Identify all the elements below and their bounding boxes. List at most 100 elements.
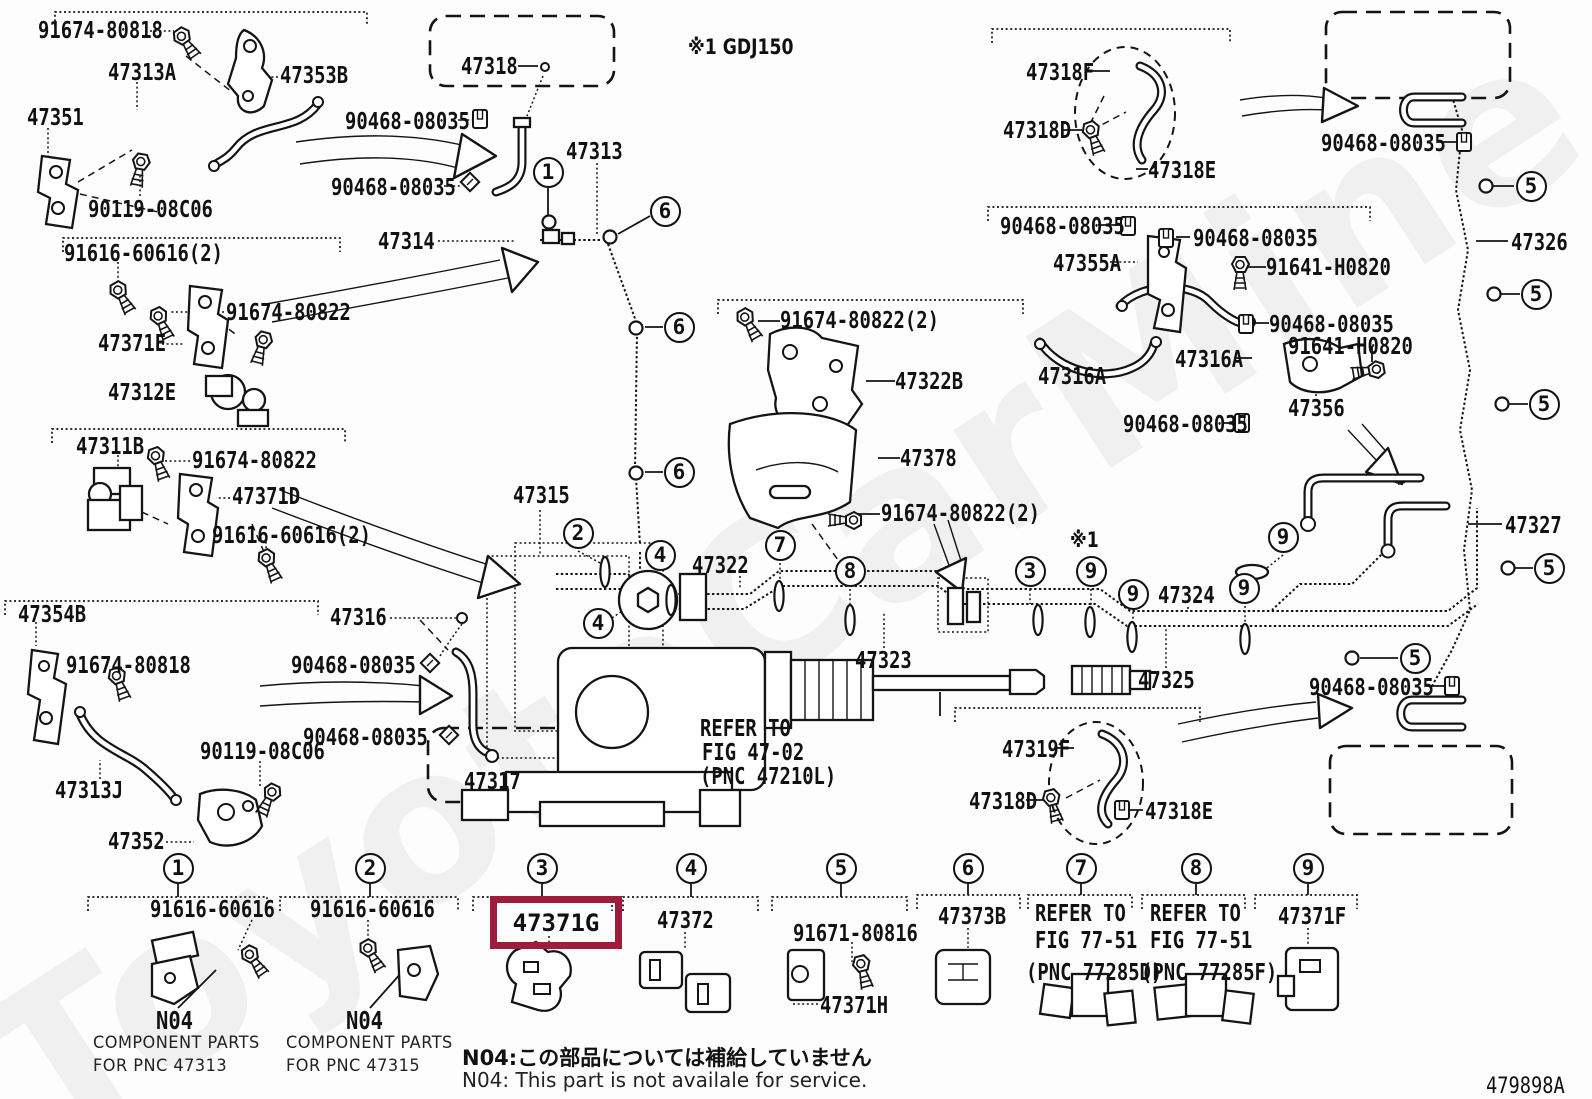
callout-6[interactable]: 6 bbox=[952, 852, 984, 884]
callout-9[interactable]: 9 bbox=[1228, 572, 1260, 604]
callout-3[interactable]: 3 bbox=[1014, 555, 1046, 587]
callout-5[interactable]: 5 bbox=[1515, 170, 1547, 202]
part-number-label[interactable]: 90119-08C06 bbox=[88, 197, 213, 223]
part-number-label[interactable]: 47371H bbox=[820, 993, 889, 1019]
part-number-label[interactable]: 47324 bbox=[1158, 583, 1215, 609]
part-number-label[interactable]: 47319F bbox=[1002, 737, 1071, 763]
part-number-label[interactable]: 47351 bbox=[27, 105, 84, 131]
part-number-label[interactable]: 90119-08C06 bbox=[200, 739, 325, 765]
part-number-label[interactable]: FIG 77-51 bbox=[1150, 928, 1253, 954]
part-number-label[interactable]: 90468-08035 bbox=[1309, 675, 1434, 701]
callout-1[interactable]: 1 bbox=[162, 852, 194, 884]
callout-4[interactable]: 4 bbox=[675, 852, 707, 884]
callout-6[interactable]: 6 bbox=[663, 311, 695, 343]
callout-6[interactable]: 6 bbox=[649, 195, 681, 227]
part-number-label[interactable]: 47318E bbox=[1145, 799, 1214, 825]
callout-2[interactable]: 2 bbox=[562, 517, 594, 549]
part-number-label[interactable]: (PNC 77285D) bbox=[1026, 960, 1163, 986]
part-number-label[interactable]: 91674-80818 bbox=[66, 653, 191, 679]
callout-7[interactable]: 7 bbox=[764, 529, 796, 561]
part-number-label[interactable]: 47318E bbox=[1148, 158, 1217, 184]
part-number-label[interactable]: 90468-08035 bbox=[1193, 226, 1318, 252]
part-number-label[interactable]: REFER TO bbox=[1035, 901, 1126, 927]
part-number-label[interactable]: 47326 bbox=[1511, 230, 1568, 256]
part-number-label[interactable]: 47318 bbox=[461, 54, 518, 80]
part-number-label[interactable]: 91674-80822(2) bbox=[780, 308, 939, 334]
part-number-label[interactable]: 90468-08035 bbox=[1269, 312, 1394, 338]
callout-6[interactable]: 6 bbox=[663, 456, 695, 488]
part-number-label[interactable]: 91616-60616(2) bbox=[212, 523, 371, 549]
part-number-label[interactable]: 47322B bbox=[895, 369, 964, 395]
callout-7[interactable]: 7 bbox=[1065, 852, 1097, 884]
part-number-label[interactable]: 47314 bbox=[378, 229, 435, 255]
part-number-label[interactable]: 47325 bbox=[1138, 668, 1195, 694]
part-number-label[interactable]: 47378 bbox=[900, 446, 957, 472]
part-number-label[interactable]: 47323 bbox=[855, 648, 912, 674]
part-number-label[interactable]: 47322 bbox=[692, 553, 749, 579]
callout-3[interactable]: 3 bbox=[526, 852, 558, 884]
part-number-label[interactable]: 91641-H0820 bbox=[1288, 334, 1413, 360]
part-number-label[interactable]: 47317 bbox=[464, 769, 521, 795]
callout-9[interactable]: 9 bbox=[1267, 521, 1299, 553]
part-number-label[interactable]: 90468-08035 bbox=[1123, 412, 1248, 438]
callout-5[interactable]: 5 bbox=[1520, 278, 1552, 310]
part-number-label[interactable]: 47311B bbox=[76, 434, 145, 460]
part-number-label[interactable]: REFER TO bbox=[700, 716, 791, 742]
part-number-label[interactable]: 91674-80822(2) bbox=[881, 501, 1040, 527]
part-number-label[interactable]: 47318D bbox=[1003, 118, 1072, 144]
part-number-label[interactable]: 90468-08035 bbox=[303, 725, 428, 751]
part-number-label[interactable]: 47354B bbox=[18, 602, 87, 628]
callout-8[interactable]: 8 bbox=[1180, 852, 1212, 884]
part-number-label[interactable]: 91616-60616(2) bbox=[64, 241, 223, 267]
part-number-label[interactable]: 47371D bbox=[232, 484, 301, 510]
part-number-label[interactable]: (PNC 47210L) bbox=[700, 764, 837, 790]
part-number-label[interactable]: 91616-60616 bbox=[310, 897, 435, 923]
part-number-label[interactable]: 91671-80816 bbox=[793, 921, 918, 947]
callout-5[interactable]: 5 bbox=[1399, 642, 1431, 674]
part-number-label[interactable]: 91674-80822 bbox=[226, 300, 351, 326]
callout-1[interactable]: 1 bbox=[532, 156, 564, 188]
part-number-label[interactable]: 90468-08035 bbox=[1000, 214, 1125, 240]
part-number-label[interactable]: 47327 bbox=[1505, 513, 1562, 539]
part-number-label[interactable]: REFER TO bbox=[1150, 901, 1241, 927]
callout-5[interactable]: 5 bbox=[825, 852, 857, 884]
part-number-label[interactable]: 47353B bbox=[280, 63, 349, 89]
part-number-label[interactable]: 90468-08035 bbox=[331, 175, 456, 201]
part-number-label[interactable]: 47316 bbox=[330, 605, 387, 631]
part-number-label[interactable]: 47371E bbox=[98, 331, 167, 357]
part-number-label[interactable]: 90468-08035 bbox=[345, 109, 470, 135]
part-number-label[interactable]: 91674-80822 bbox=[192, 448, 317, 474]
part-number-label[interactable]: FIG 77-51 bbox=[1035, 928, 1138, 954]
part-number-label[interactable]: 47356 bbox=[1288, 396, 1345, 422]
callout-2[interactable]: 2 bbox=[354, 852, 386, 884]
part-number-label[interactable]: (PNC 77285F) bbox=[1141, 960, 1278, 986]
callout-5[interactable]: 5 bbox=[1533, 552, 1565, 584]
part-number-label[interactable]: 47373B bbox=[938, 904, 1007, 930]
callout-4[interactable]: 4 bbox=[582, 607, 614, 639]
callout-5[interactable]: 5 bbox=[1528, 388, 1560, 420]
part-number-label[interactable]: 47315 bbox=[513, 483, 570, 509]
part-number-label[interactable]: 90468-08035 bbox=[291, 653, 416, 679]
callout-8[interactable]: 8 bbox=[834, 555, 866, 587]
part-number-label[interactable]: 47313 bbox=[566, 139, 623, 165]
callout-9[interactable]: 9 bbox=[1292, 852, 1324, 884]
part-number-label[interactable]: 91616-60616 bbox=[150, 897, 275, 923]
part-number-label[interactable]: 47313A bbox=[108, 60, 177, 86]
part-number-label[interactable]: 91641-H0820 bbox=[1266, 255, 1391, 281]
callout-9[interactable]: 9 bbox=[1117, 578, 1149, 610]
part-number-label[interactable]: 47313J bbox=[55, 778, 124, 804]
part-number-label[interactable]: 47372 bbox=[657, 908, 714, 934]
part-number-label[interactable]: 47316A bbox=[1175, 347, 1244, 373]
part-number-label[interactable]: 47352 bbox=[108, 829, 165, 855]
highlighted-part-box[interactable]: 47371G bbox=[490, 896, 622, 949]
callout-4[interactable]: 4 bbox=[644, 539, 676, 571]
part-number-label[interactable]: FIG 47-02 bbox=[702, 740, 805, 766]
callout-9[interactable]: 9 bbox=[1075, 555, 1107, 587]
part-number-label[interactable]: 47316A bbox=[1038, 364, 1107, 390]
part-number-label[interactable]: 91674-80818 bbox=[38, 18, 163, 44]
part-number-label[interactable]: 90468-08035 bbox=[1321, 131, 1446, 157]
part-number-label[interactable]: 47355A bbox=[1053, 251, 1122, 277]
part-number-label[interactable]: 47318D bbox=[969, 789, 1038, 815]
part-number-label[interactable]: 47371F bbox=[1278, 904, 1347, 930]
part-number-label[interactable]: 47318F bbox=[1026, 60, 1095, 86]
